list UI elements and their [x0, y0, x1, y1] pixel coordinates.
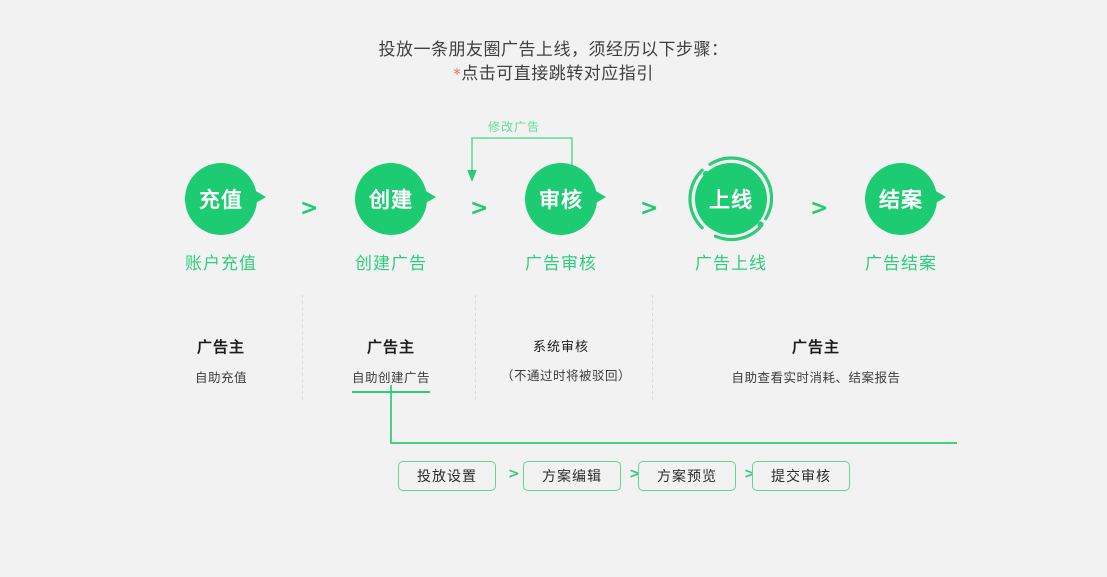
step-settlement-caption[interactable]: 广告结案 [865, 254, 937, 274]
step-separator-3: > [640, 196, 659, 221]
role-title: 广告主 [366, 338, 415, 356]
step-recharge[interactable]: 充值 账户充值 [161, 163, 281, 274]
heading-line-1: 投放一条朋友圈广告上线，须经历以下步骤： [378, 40, 729, 60]
modify-ad-label: 修改广告 [488, 120, 541, 134]
bubble-tail-icon [424, 190, 436, 204]
step-online-bubble[interactable]: 上线 [688, 156, 774, 242]
step-settlement-bubble[interactable]: 结案 [865, 163, 946, 235]
role-title: 系统审核 [532, 340, 589, 355]
role-title: 广告主 [791, 338, 840, 356]
step-create-bubble[interactable]: 创建 [355, 163, 436, 235]
role-advertiser-report: 广告主 自助查看实时消耗、结案报告 [696, 336, 936, 386]
modify-ad-feedback-arrow: 修改广告 [460, 120, 590, 190]
sub-flow-separator-1: > [508, 466, 520, 482]
step-online-badge: 上线 [695, 163, 767, 235]
step-recharge-caption[interactable]: 账户充值 [185, 254, 257, 274]
role-advertiser-recharge: 广告主 自助充值 [161, 336, 281, 386]
sub-flow-separator-3: > [744, 466, 756, 482]
role-desc: 自助查看实时消耗、结案报告 [731, 370, 901, 385]
column-divider-3 [652, 295, 653, 401]
role-desc: （不通过时将被驳回） [501, 368, 632, 383]
step-online[interactable]: 上线 广告上线 [671, 156, 791, 274]
step-recharge-badge: 充值 [185, 163, 257, 235]
bubble-tail-icon [594, 190, 606, 204]
step-review-badge: 审核 [525, 163, 597, 235]
role-desc: 自助充值 [194, 370, 247, 385]
bubble-tail-icon [254, 190, 266, 204]
sub-flow-button-row: 投放设置 > 方案编辑 > 方案预览 > 提交审核 [0, 461, 1107, 491]
step-separator-2: > [470, 196, 489, 221]
main-step-row: 充值 账户充值 创建 创建广告 审核 广告审核 [0, 156, 1107, 274]
step-review-caption[interactable]: 广告审核 [525, 254, 597, 274]
step-settlement-badge: 结案 [865, 163, 937, 235]
sub-flow-separator-2: > [629, 466, 641, 482]
role-title: 广告主 [196, 338, 245, 356]
column-divider-2 [475, 295, 476, 401]
sub-flow-connector [390, 385, 957, 444]
button-delivery-settings[interactable]: 投放设置 [398, 461, 496, 491]
column-divider-1 [302, 295, 303, 401]
modify-ad-arrow-icon [467, 137, 573, 182]
step-review-bubble[interactable]: 审核 [525, 163, 606, 235]
step-separator-4: > [810, 196, 829, 221]
heading-line-2: *点击可直接跳转对应指引 [0, 62, 1107, 86]
step-separator-1: > [300, 196, 319, 221]
button-plan-edit[interactable]: 方案编辑 [523, 461, 621, 491]
bubble-tail-icon [934, 190, 946, 204]
page-title: 投放一条朋友圈广告上线，须经历以下步骤： *点击可直接跳转对应指引 [0, 38, 1107, 86]
heading-line-2-text: 点击可直接跳转对应指引 [461, 64, 654, 84]
step-online-caption[interactable]: 广告上线 [695, 254, 767, 274]
button-plan-preview[interactable]: 方案预览 [638, 461, 736, 491]
step-review[interactable]: 审核 广告审核 [501, 163, 621, 274]
step-create[interactable]: 创建 创建广告 [331, 163, 451, 274]
role-system-review: 系统审核 （不通过时将被驳回） [501, 336, 632, 384]
asterisk-icon: * [453, 65, 462, 83]
button-submit-review[interactable]: 提交审核 [752, 461, 850, 491]
step-settlement[interactable]: 结案 广告结案 [841, 163, 961, 274]
step-recharge-bubble[interactable]: 充值 [185, 163, 266, 235]
step-create-caption[interactable]: 创建广告 [355, 254, 427, 274]
step-create-badge: 创建 [355, 163, 427, 235]
